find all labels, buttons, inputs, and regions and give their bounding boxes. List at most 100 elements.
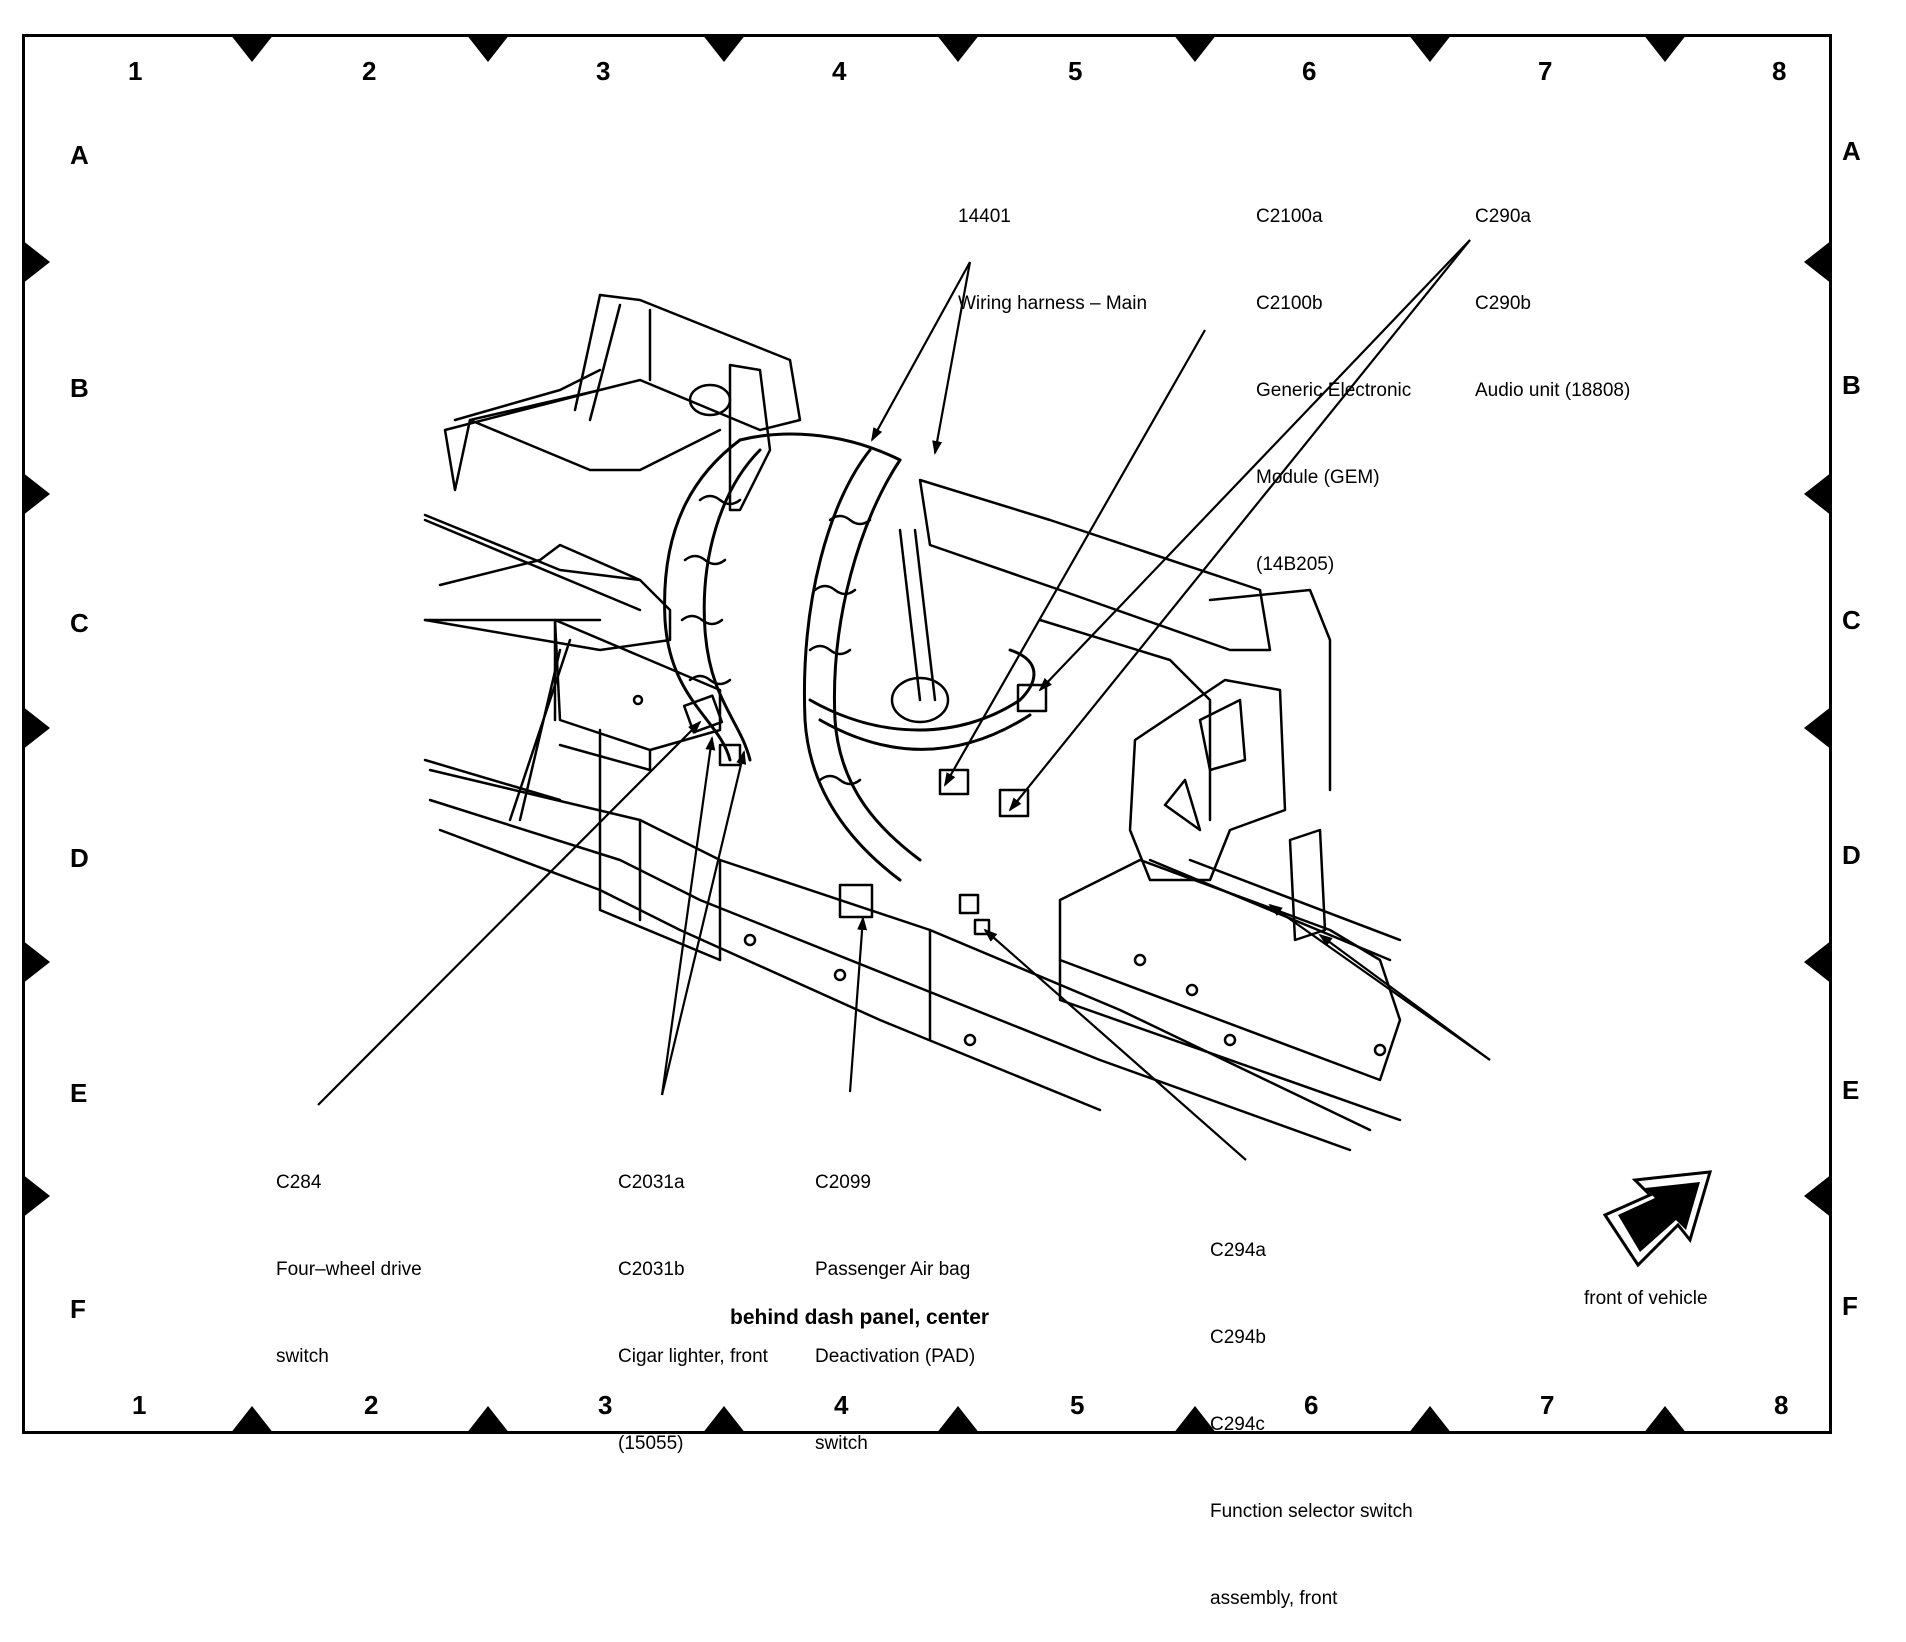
column-label: 4 (832, 56, 847, 86)
grid-marker-bottom (230, 1406, 274, 1434)
grid-marker-bottom (466, 1406, 510, 1434)
callout-line: C290a (1475, 206, 1531, 227)
callout-line: C2031b (618, 1259, 685, 1280)
callout-line: (14B205) (1256, 554, 1335, 575)
grid-marker-top (230, 34, 274, 62)
leader-c2099 (848, 916, 868, 1093)
grid-marker-bottom (1173, 1406, 1217, 1434)
front-of-vehicle-arrow-icon (1602, 1170, 1713, 1268)
grid-marker-top (936, 34, 980, 62)
side-bracket (1128, 678, 1287, 882)
callout-c284: C284 Four–wheel drive switch (276, 1110, 422, 1400)
callout-line: Generic Electronic (1256, 380, 1412, 401)
callout-line: C294c (1210, 1414, 1265, 1435)
grid-marker-bottom (702, 1406, 746, 1434)
callout-audio-unit: C290a C290b Audio unit (18808) (1475, 144, 1630, 434)
column-label: 6 (1304, 1390, 1319, 1420)
column-label: 5 (1068, 56, 1083, 86)
callout-line: switch (815, 1433, 868, 1454)
grid-marker-bottom (1643, 1406, 1687, 1434)
callout-line: Cigar lighter, front (618, 1346, 768, 1367)
callout-line: Passenger Air bag (815, 1259, 971, 1280)
connector-c290b (998, 788, 1030, 818)
leader-harness-a (871, 261, 971, 442)
grid-marker-top (466, 34, 510, 62)
column-label: 7 (1540, 1390, 1555, 1420)
leader-c294-c (1318, 933, 1491, 1061)
row-label: E (70, 1078, 88, 1108)
grid-marker-right (1804, 240, 1832, 284)
row-label: F (1842, 1291, 1858, 1321)
row-label: C (1842, 605, 1861, 635)
callout-line: (15055) (618, 1433, 684, 1454)
callout-line: assembly, front (1210, 1588, 1338, 1609)
harness-bundle-right (802, 448, 902, 882)
grid-marker-left (22, 1174, 50, 1218)
connector-c294 (958, 893, 980, 915)
callout-gem: C2100a C2100b Generic Electronic Module … (1256, 144, 1411, 608)
callout-line: C2031a (618, 1172, 685, 1193)
callout-line: C2100b (1256, 293, 1323, 314)
column-label: 2 (364, 1390, 379, 1420)
grid-marker-right (1804, 940, 1832, 984)
leader-c2031-a (660, 736, 716, 1096)
callout-line: 14401 (958, 206, 1011, 227)
grid-marker-left (22, 940, 50, 984)
leader-c294-a (983, 928, 1247, 1161)
leader-audio-a (1038, 239, 1471, 692)
column-label: 3 (596, 56, 611, 86)
grid-marker-top (1643, 34, 1687, 62)
front-of-vehicle-label: front of vehicle (1584, 1288, 1708, 1309)
callout-line: Module (GEM) (1256, 467, 1380, 488)
connector-c290a (1016, 683, 1048, 713)
leader-gem (944, 329, 1206, 787)
row-label: F (70, 1294, 86, 1324)
leader-audio-b (1008, 239, 1471, 812)
left-panel (423, 513, 672, 652)
column-label: 8 (1774, 1390, 1789, 1420)
callout-c2031: C2031a C2031b Cigar lighter, front (1505… (618, 1110, 768, 1487)
mount-bracket (728, 363, 772, 512)
row-label: B (1842, 370, 1861, 400)
row-label: B (70, 373, 89, 403)
grid-marker-top (702, 34, 746, 62)
row-label: E (1842, 1075, 1860, 1105)
row-label: D (1842, 840, 1861, 870)
leader-lines (317, 239, 1491, 1161)
column-label: 5 (1070, 1390, 1085, 1420)
callout-line: switch (276, 1346, 329, 1367)
leader-c284 (317, 720, 702, 1106)
grid-marker-top (1408, 34, 1452, 62)
row-label: D (70, 843, 89, 873)
callout-line: Audio unit (18808) (1475, 380, 1631, 401)
column-label: 6 (1302, 56, 1317, 86)
grid-marker-bottom (936, 1406, 980, 1434)
column-label: 7 (1538, 56, 1553, 86)
callout-c2099: C2099 Passenger Air bag Deactivation (PA… (815, 1110, 975, 1487)
grid-marker-left (22, 240, 50, 284)
grid-marker-right (1804, 1174, 1832, 1218)
callout-line: Deactivation (PAD) (815, 1346, 976, 1367)
column-label: 8 (1772, 56, 1787, 86)
callout-line: C294b (1210, 1327, 1266, 1348)
row-label: A (70, 140, 89, 170)
column-label: 3 (598, 1390, 613, 1420)
grid-marker-left (22, 472, 50, 516)
callout-line: Four–wheel drive (276, 1259, 422, 1280)
diagram-title: behind dash panel, center (730, 1306, 990, 1329)
callout-line: Function selector switch (1210, 1501, 1413, 1522)
grid-index-markers (22, 34, 1832, 1434)
callout-line: Wiring harness – Main (958, 293, 1148, 314)
callout-line: C290b (1475, 293, 1531, 314)
grid-marker-bottom (1408, 1406, 1452, 1434)
leader-harness-b (932, 261, 972, 455)
grid-marker-right (1804, 472, 1832, 516)
row-label: C (70, 608, 89, 638)
grid-marker-left (22, 706, 50, 750)
callout-line: C2100a (1256, 206, 1323, 227)
column-label: 1 (128, 56, 143, 86)
callout-line: C294a (1210, 1240, 1266, 1261)
connector-c284 (682, 694, 724, 734)
column-label: 1 (132, 1390, 147, 1420)
callout-wiring-harness: 14401 Wiring harness – Main (958, 144, 1147, 347)
